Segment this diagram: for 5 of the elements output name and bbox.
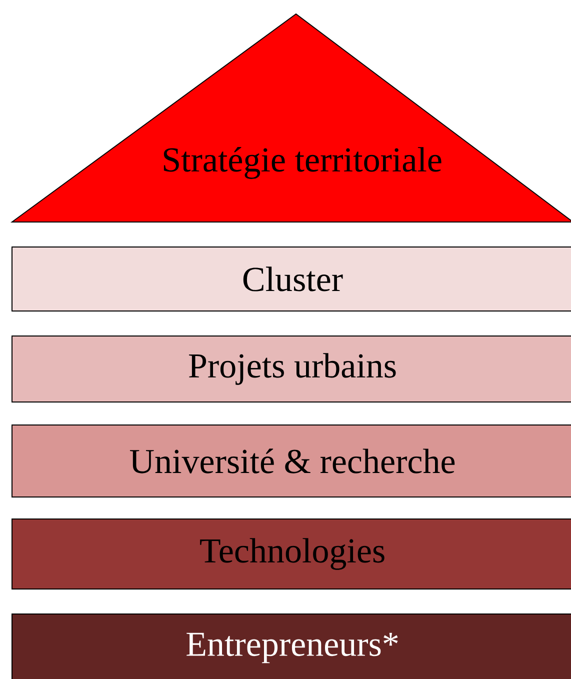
layer-box: Projets urbains [12, 336, 571, 402]
layer-box: Université & recherche [12, 424, 571, 498]
layer-box: Entrepreneurs* [12, 614, 571, 679]
layer-box: Cluster [12, 246, 571, 312]
layer-box: Technologies [12, 518, 571, 590]
